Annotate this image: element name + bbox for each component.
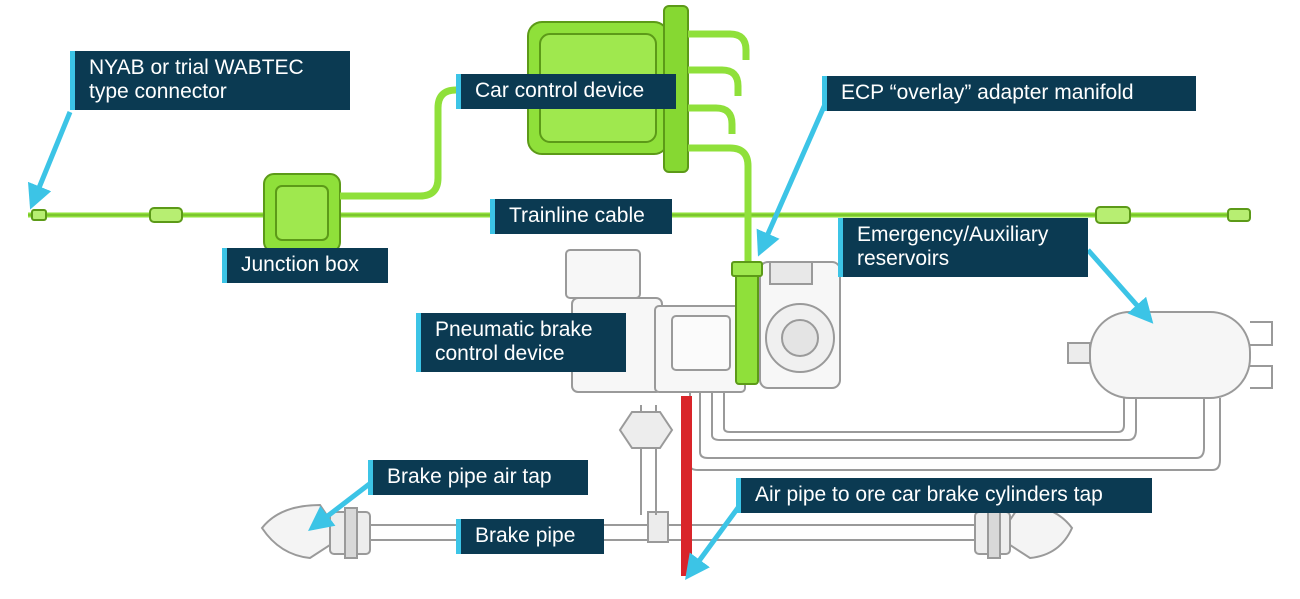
- arrow-air-pipe-tap: [685, 503, 743, 581]
- reservoir-tank: [1067, 311, 1273, 399]
- gray-pipework: [260, 392, 1221, 560]
- callout-junction-box: Junction box: [222, 248, 388, 283]
- callout-car-control-text: Car control device: [475, 79, 645, 102]
- callout-reservoirs-line-1: Emergency/Auxiliary: [857, 223, 1049, 246]
- callout-brake-pipe: Brake pipe: [456, 519, 604, 554]
- arrow-ecp-adapter: [756, 100, 829, 257]
- callout-arrows: [27, 100, 1154, 581]
- arrow-connector: [27, 111, 73, 210]
- callout-ecp-adapter: ECP “overlay” adapter manifold: [822, 76, 1196, 111]
- callout-brake-pipe-tap: Brake pipe air tap: [368, 460, 588, 495]
- callout-junction-text: Junction box: [241, 253, 359, 276]
- callout-pneumatic-line-1: Pneumatic brake: [435, 318, 593, 341]
- callout-brake-pipe-text: Brake pipe: [475, 524, 576, 547]
- red-air-line: [681, 396, 692, 576]
- callout-connector-line-1: NYAB or trial WABTEC: [89, 56, 304, 79]
- callout-reservoirs: Emergency/Auxiliary reservoirs: [838, 218, 1088, 277]
- callout-reservoirs-line-2: reservoirs: [857, 247, 950, 270]
- callout-pneumatic-line-2: control device: [435, 342, 565, 365]
- callout-trainline-text: Trainline cable: [509, 204, 645, 227]
- callout-pneumatic-device: Pneumatic brake control device: [416, 313, 626, 372]
- callout-connector: NYAB or trial WABTEC type connector: [70, 51, 350, 110]
- callout-air-pipe-tap: Air pipe to ore car brake cylinders tap: [736, 478, 1152, 513]
- callout-trainline-cable: Trainline cable: [490, 199, 672, 234]
- callout-connector-line-2: type connector: [89, 80, 227, 103]
- callout-air-pipe-tap-text: Air pipe to ore car brake cylinders tap: [755, 483, 1103, 506]
- arrow-reservoirs: [1086, 248, 1154, 324]
- callout-car-control-device: Car control device: [456, 74, 676, 109]
- arrow-brake-pipe-tap: [308, 480, 374, 532]
- callout-ecp-adapter-text: ECP “overlay” adapter manifold: [841, 81, 1134, 104]
- callout-brake-pipe-tap-text: Brake pipe air tap: [387, 465, 552, 488]
